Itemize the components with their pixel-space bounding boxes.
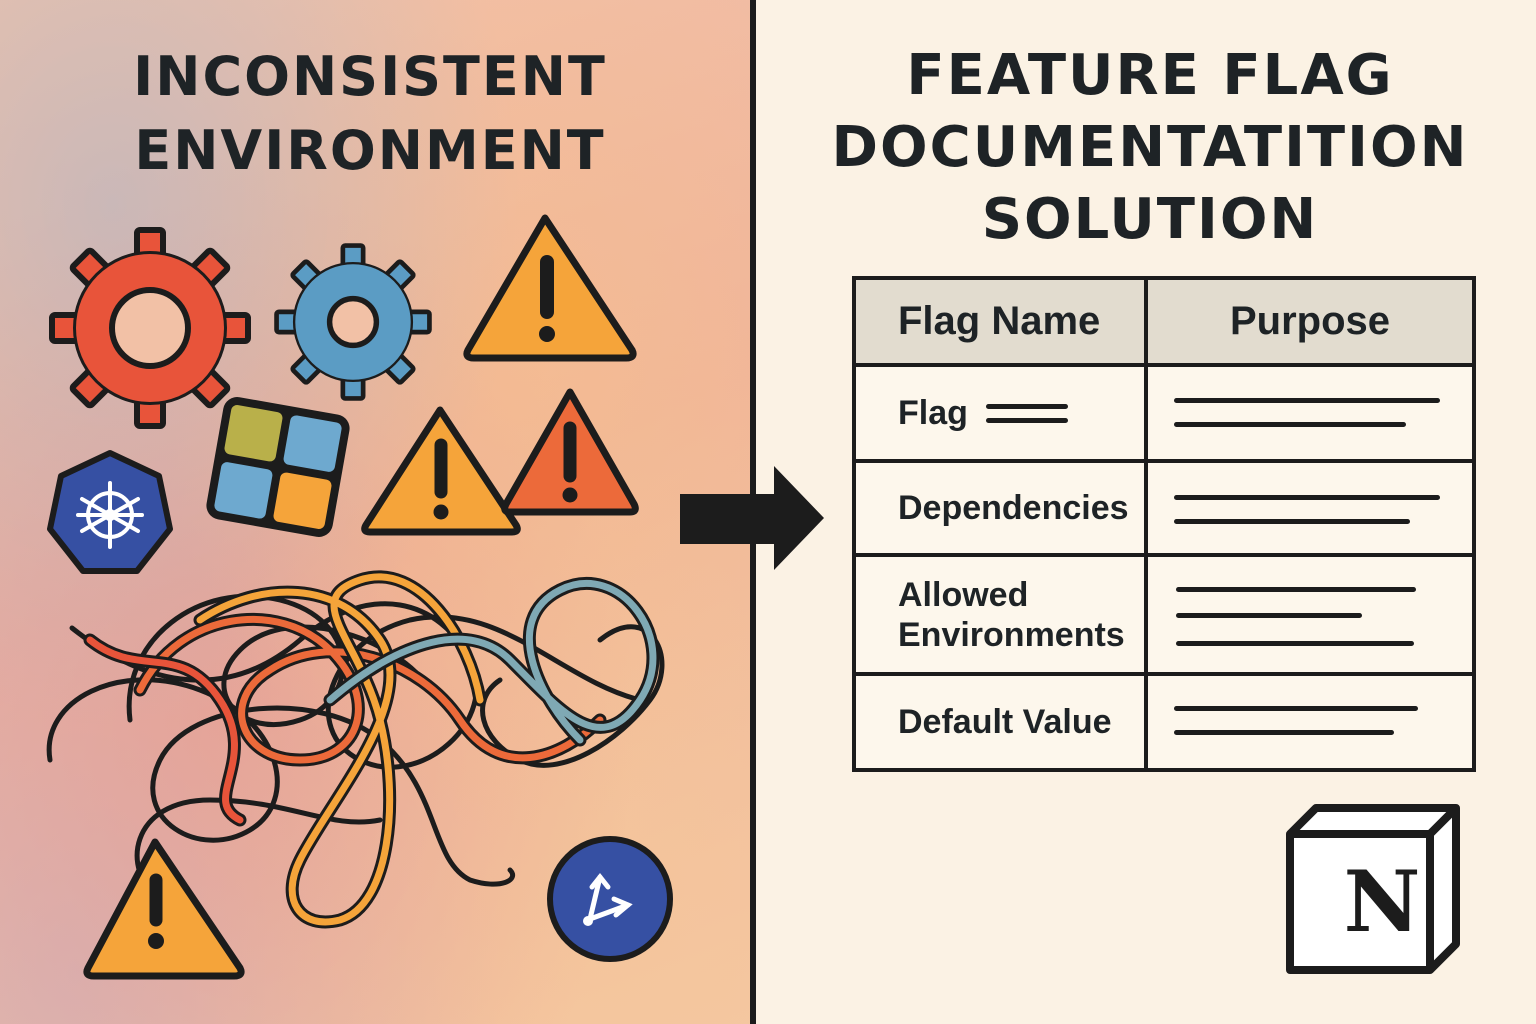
text-placeholder-lines (985, 398, 1070, 428)
table-row-flag-purpose (1148, 367, 1472, 463)
table-row-default-value-purpose (1148, 676, 1472, 768)
text-placeholder-lines (1148, 463, 1472, 553)
table-row-allowed-environments: Allowed Environments (856, 557, 1148, 676)
table-row-dependencies-purpose (1148, 463, 1472, 557)
row-label-line1: Allowed (898, 575, 1029, 614)
left-heading-line2: ENVIRONMENT (134, 119, 606, 182)
table-row-flag: Flag (856, 367, 1148, 463)
row-label: Allowed Environments (898, 575, 1125, 655)
row-label-line2: Environments (898, 615, 1125, 654)
left-heading-line1: INCONSISTENT (133, 45, 607, 108)
row-label: Flag (898, 394, 968, 432)
header-label: Flag Name (898, 299, 1101, 343)
right-heading-line3: SOLUTION (981, 187, 1319, 252)
table-header-flag-name: Flag Name (856, 280, 1148, 367)
header-label: Purpose (1229, 299, 1391, 343)
table-row-allowed-environments-purpose (1148, 557, 1472, 676)
panel-divider (750, 0, 756, 1024)
table-row-dependencies: Dependencies (856, 463, 1148, 557)
right-heading-line2: DOCUMENTATITION (831, 115, 1469, 180)
text-placeholder-lines (1148, 557, 1472, 672)
row-label: Default Value (898, 703, 1112, 741)
table-header-purpose: Purpose (1148, 280, 1472, 367)
left-heading: INCONSISTENT ENVIRONMENT (40, 40, 700, 188)
notion-logo-letter: N (1343, 852, 1421, 951)
text-placeholder-lines (1148, 367, 1472, 459)
table-row-default-value: Default Value (856, 676, 1148, 768)
right-heading: FEATURE FLAG DOCUMENTATITION SOLUTION (790, 40, 1510, 256)
flag-documentation-table: Flag Name Purpose Flag Dependencies Allo… (852, 276, 1476, 772)
text-placeholder-lines (1148, 676, 1472, 768)
row-label: Dependencies (898, 489, 1129, 527)
right-heading-line1: FEATURE FLAG (906, 43, 1394, 108)
